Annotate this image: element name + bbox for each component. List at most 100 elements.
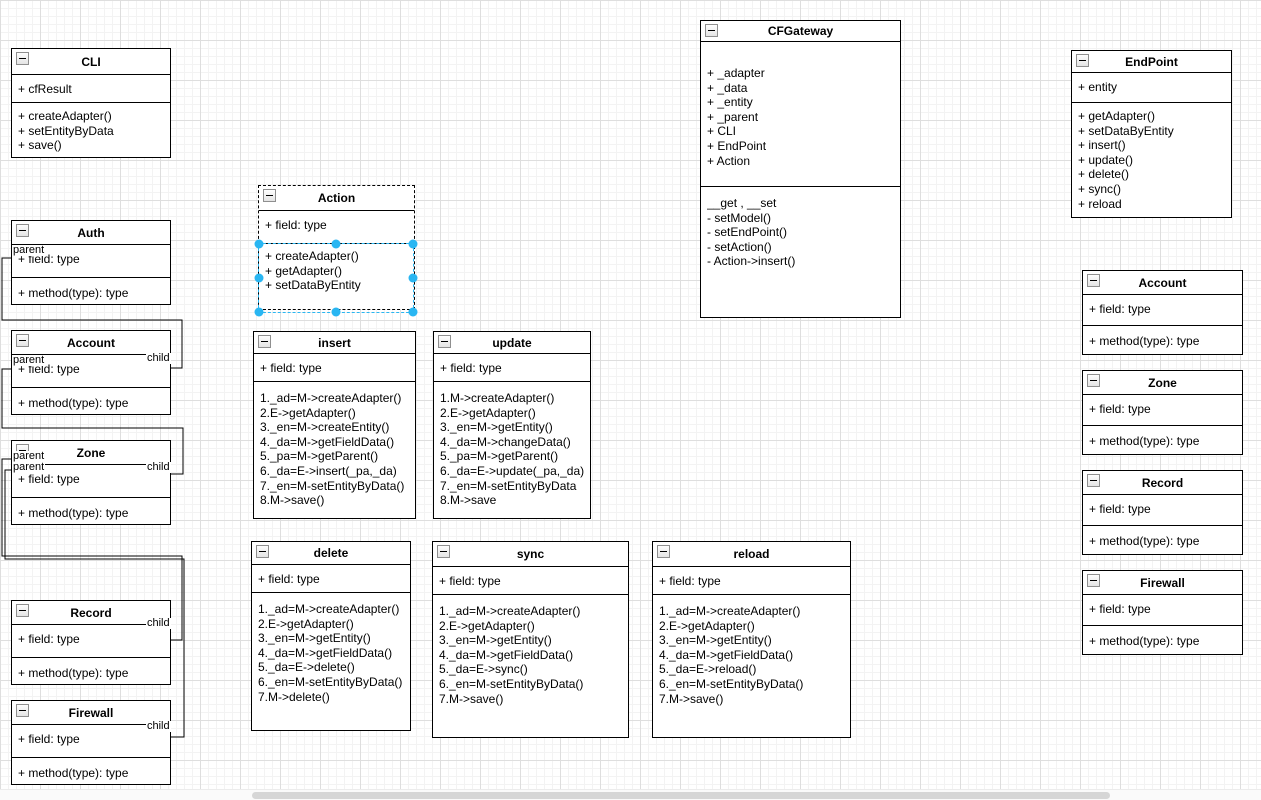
member-line[interactable]: + method(type): type [18,396,129,410]
class-insert[interactable]: insert + field: type 1._ad=M->createAdap… [253,331,416,519]
member-line[interactable]: 1._ad=M->createAdapter() [439,604,581,618]
class-title-bar[interactable]: EndPoint [1072,51,1231,73]
edge-auth-account[interactable] [1,257,183,369]
member-line[interactable]: + method(type): type [1089,534,1200,548]
member-line[interactable]: - setEndPoint() [707,225,788,240]
member-line[interactable]: + field: type [18,362,80,376]
member-line[interactable]: 1._ad=M->createAdapter() [258,602,400,616]
fields-section[interactable]: + field: type [12,355,170,388]
methods-section[interactable]: + method(type): type [1083,326,1242,354]
selection-handle-n[interactable] [331,239,341,249]
member-line[interactable]: 6._en=M-setEntityByData() [439,676,584,691]
collapse-icon[interactable] [16,52,29,65]
methods-section[interactable]: + createAdapter()+ setEntityByData+ save… [12,103,170,157]
collapse-icon[interactable] [705,24,718,37]
member-line[interactable]: 8.M->save() [260,493,325,508]
class-title-bar[interactable]: CLI [12,49,170,75]
member-line[interactable]: 6._en=M-setEntityByData() [258,674,403,689]
class-title-bar[interactable]: reload [653,542,850,567]
class-auth[interactable]: Auth + field: type + method(type): type [11,220,171,305]
class-firewall-right[interactable]: Firewall + field: type + method(type): t… [1082,570,1243,655]
member-line[interactable]: 4._da=M->changeData() [440,434,571,449]
fields-section[interactable]: + field: type [12,465,170,498]
member-line[interactable]: 5._pa=M->getParent() [440,449,559,464]
member-line[interactable]: 2.E->getAdapter() [439,618,535,633]
fields-section[interactable]: + field: type [1083,595,1242,626]
member-line[interactable]: 2.E->getAdapter() [258,616,354,631]
member-line[interactable]: 8.M->save [440,493,497,508]
methods-section[interactable]: 1.M->createAdapter()2.E->getAdapter()3._… [434,382,590,518]
member-line[interactable]: + getAdapter() [265,263,343,278]
methods-section[interactable]: __get , __set- setModel()- setEndPoint()… [701,187,900,317]
edge-label-child[interactable]: child [146,461,171,473]
selection-handle-se[interactable] [408,307,418,317]
class-account-left[interactable]: Account + field: type + method(type): ty… [11,330,171,415]
member-line[interactable]: + _data [707,80,748,95]
edge-zone-record[interactable] [1,458,183,641]
member-line[interactable]: + method(type): type [1089,334,1200,348]
member-line[interactable]: + field: type [258,572,320,586]
edge-label-parent[interactable]: parent [12,244,46,256]
class-endpoint[interactable]: EndPoint + entity + getAdapter()+ setDat… [1071,50,1232,218]
member-line[interactable]: __get , __set [707,196,777,210]
methods-section[interactable]: 1._ad=M->createAdapter()2.E->getAdapter(… [653,595,850,737]
fields-section[interactable]: + field: type [252,565,410,593]
member-line[interactable]: 2.E->getAdapter() [260,405,356,420]
selection-handle-ne[interactable] [408,239,418,249]
member-line[interactable]: + setDataByEntity [1078,123,1174,138]
member-line[interactable]: 7._en=M-setEntityByData() [260,478,405,493]
member-line[interactable]: + field: type [18,732,80,746]
member-line[interactable]: + CLI [707,124,737,139]
fields-section[interactable]: + field: type [12,625,170,658]
member-line[interactable]: + field: type [1089,402,1151,416]
member-line[interactable]: - setModel() [707,210,772,225]
member-line[interactable]: + method(type): type [18,286,129,300]
methods-section[interactable]: + createAdapter()+ getAdapter()+ setData… [259,244,414,309]
methods-section[interactable]: + getAdapter()+ setDataByEntity+ insert(… [1072,103,1231,217]
selection-handle-s[interactable] [331,307,341,317]
class-account-right[interactable]: Account + field: type + method(type): ty… [1082,270,1243,355]
member-line[interactable]: 6._da=E->update(_pa,_da) [440,463,585,478]
edge-label-parent[interactable]: parent [12,461,46,473]
methods-section[interactable]: 1._ad=M->createAdapter()2.E->getAdapter(… [433,595,628,737]
selection-handle-w[interactable] [254,273,264,283]
class-cli[interactable]: CLI + cfResult + createAdapter()+ setEnt… [11,48,171,158]
member-line[interactable]: 5._da=E->reload() [659,662,757,677]
member-line[interactable]: + method(type): type [1089,634,1200,648]
class-title-bar[interactable]: update [434,332,590,354]
collapse-icon[interactable] [437,545,450,558]
member-line[interactable]: 4._da=M->getFieldData() [260,434,395,449]
member-line[interactable]: + field: type [1089,502,1151,516]
collapse-icon[interactable] [657,545,670,558]
collapse-icon[interactable] [16,604,29,617]
member-line[interactable]: + field: type [439,574,501,588]
class-update[interactable]: update + field: type 1.M->createAdapter(… [433,331,591,519]
methods-section[interactable]: 1._ad=M->createAdapter()2.E->getAdapter(… [254,382,415,518]
fields-section[interactable]: + field: type [254,354,415,382]
member-line[interactable]: + field: type [659,574,721,588]
member-line[interactable]: - setAction() [707,239,772,254]
class-zone-right[interactable]: Zone + field: type + method(type): type [1082,370,1243,455]
methods-section[interactable]: + method(type): type [12,758,170,784]
fields-section[interactable]: + _adapter+ _data+ _entity+ _parent+ CLI… [701,42,900,187]
member-line[interactable]: + field: type [18,472,80,486]
methods-section[interactable]: + method(type): type [12,658,170,684]
member-line[interactable]: 3._en=M->getEntity() [440,420,553,435]
edge-account-zone[interactable] [1,368,184,475]
member-line[interactable]: 7.M->save() [439,691,504,706]
member-line[interactable]: + _adapter [707,66,765,80]
selection-handle-nw[interactable] [254,239,264,249]
member-line[interactable]: 5._da=E->sync() [439,662,528,677]
member-line[interactable]: + field: type [1089,302,1151,316]
collapse-icon[interactable] [263,189,276,202]
member-line[interactable]: + field: type [265,218,327,232]
class-title-bar[interactable]: Firewall [12,701,170,725]
member-line[interactable]: 7._en=M-setEntityByData [440,478,577,493]
methods-section[interactable]: + method(type): type [1083,626,1242,654]
class-firewall-left[interactable]: Firewall + field: type + method(type): t… [11,700,171,785]
member-line[interactable]: + method(type): type [18,766,129,780]
member-line[interactable]: + getAdapter() [1078,109,1156,123]
member-line[interactable]: 4._da=M->getFieldData() [258,645,393,660]
fields-section[interactable]: + field: type [434,354,590,382]
